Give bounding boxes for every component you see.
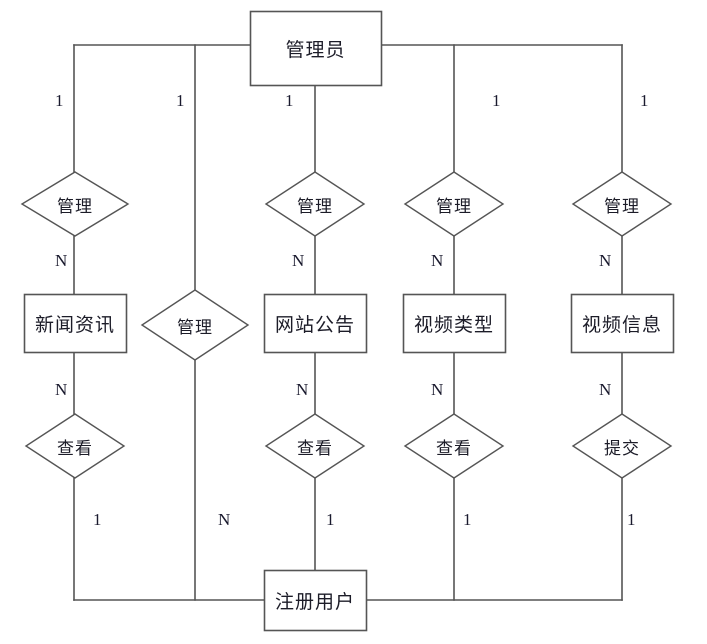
entity-videotype[interactable] — [402, 293, 507, 354]
cardinality-c-admin-videoinfo-1: 1 — [640, 91, 649, 110]
relationship-manage-news[interactable] — [20, 171, 130, 237]
cardinality-c-admin-user-1: 1 — [176, 91, 185, 110]
cardinality-c-manage-user-n: N — [218, 510, 231, 529]
cardinality-c-videoinfo-submit-n: N — [599, 380, 612, 399]
relationship-manage-notice[interactable] — [264, 171, 366, 237]
cardinality-c-news-view-n: N — [55, 380, 68, 399]
cardinality-c-view-news-user-1: 1 — [93, 510, 102, 529]
relationship-manage-videotype[interactable] — [403, 171, 505, 237]
cardinality-c-submit-videoinfo-user-1: 1 — [627, 510, 636, 529]
cardinality-c-notice-view-n: N — [296, 380, 309, 399]
relationship-view-news[interactable] — [24, 413, 126, 479]
entity-videoinfo[interactable] — [570, 293, 675, 354]
entity-news[interactable] — [23, 293, 128, 354]
cardinality-c-news-n: N — [55, 251, 68, 270]
cardinality-c-admin-videotype-1: 1 — [492, 91, 501, 110]
entity-admin[interactable] — [249, 10, 383, 87]
cardinality-c-admin-notice-1: 1 — [285, 91, 294, 110]
cardinality-c-videotype-view-n: N — [431, 380, 444, 399]
cardinality-c-view-videotype-user-1: 1 — [463, 510, 472, 529]
cardinality-c-admin-news-1: 1 — [55, 91, 64, 110]
relationship-view-videotype[interactable] — [403, 413, 505, 479]
entity-notice[interactable] — [263, 293, 368, 354]
cardinality-c-view-notice-user-1: 1 — [326, 510, 335, 529]
relationship-manage-user[interactable] — [140, 289, 250, 361]
cardinality-c-notice-n: N — [292, 251, 305, 270]
cardinality-c-videoinfo-n: N — [599, 251, 612, 270]
cardinality-c-videotype-n: N — [431, 251, 444, 270]
entity-user[interactable] — [263, 569, 368, 632]
relationship-view-notice[interactable] — [264, 413, 366, 479]
relationship-submit-videoinfo[interactable] — [571, 413, 673, 479]
relationship-manage-videoinfo[interactable] — [571, 171, 673, 237]
